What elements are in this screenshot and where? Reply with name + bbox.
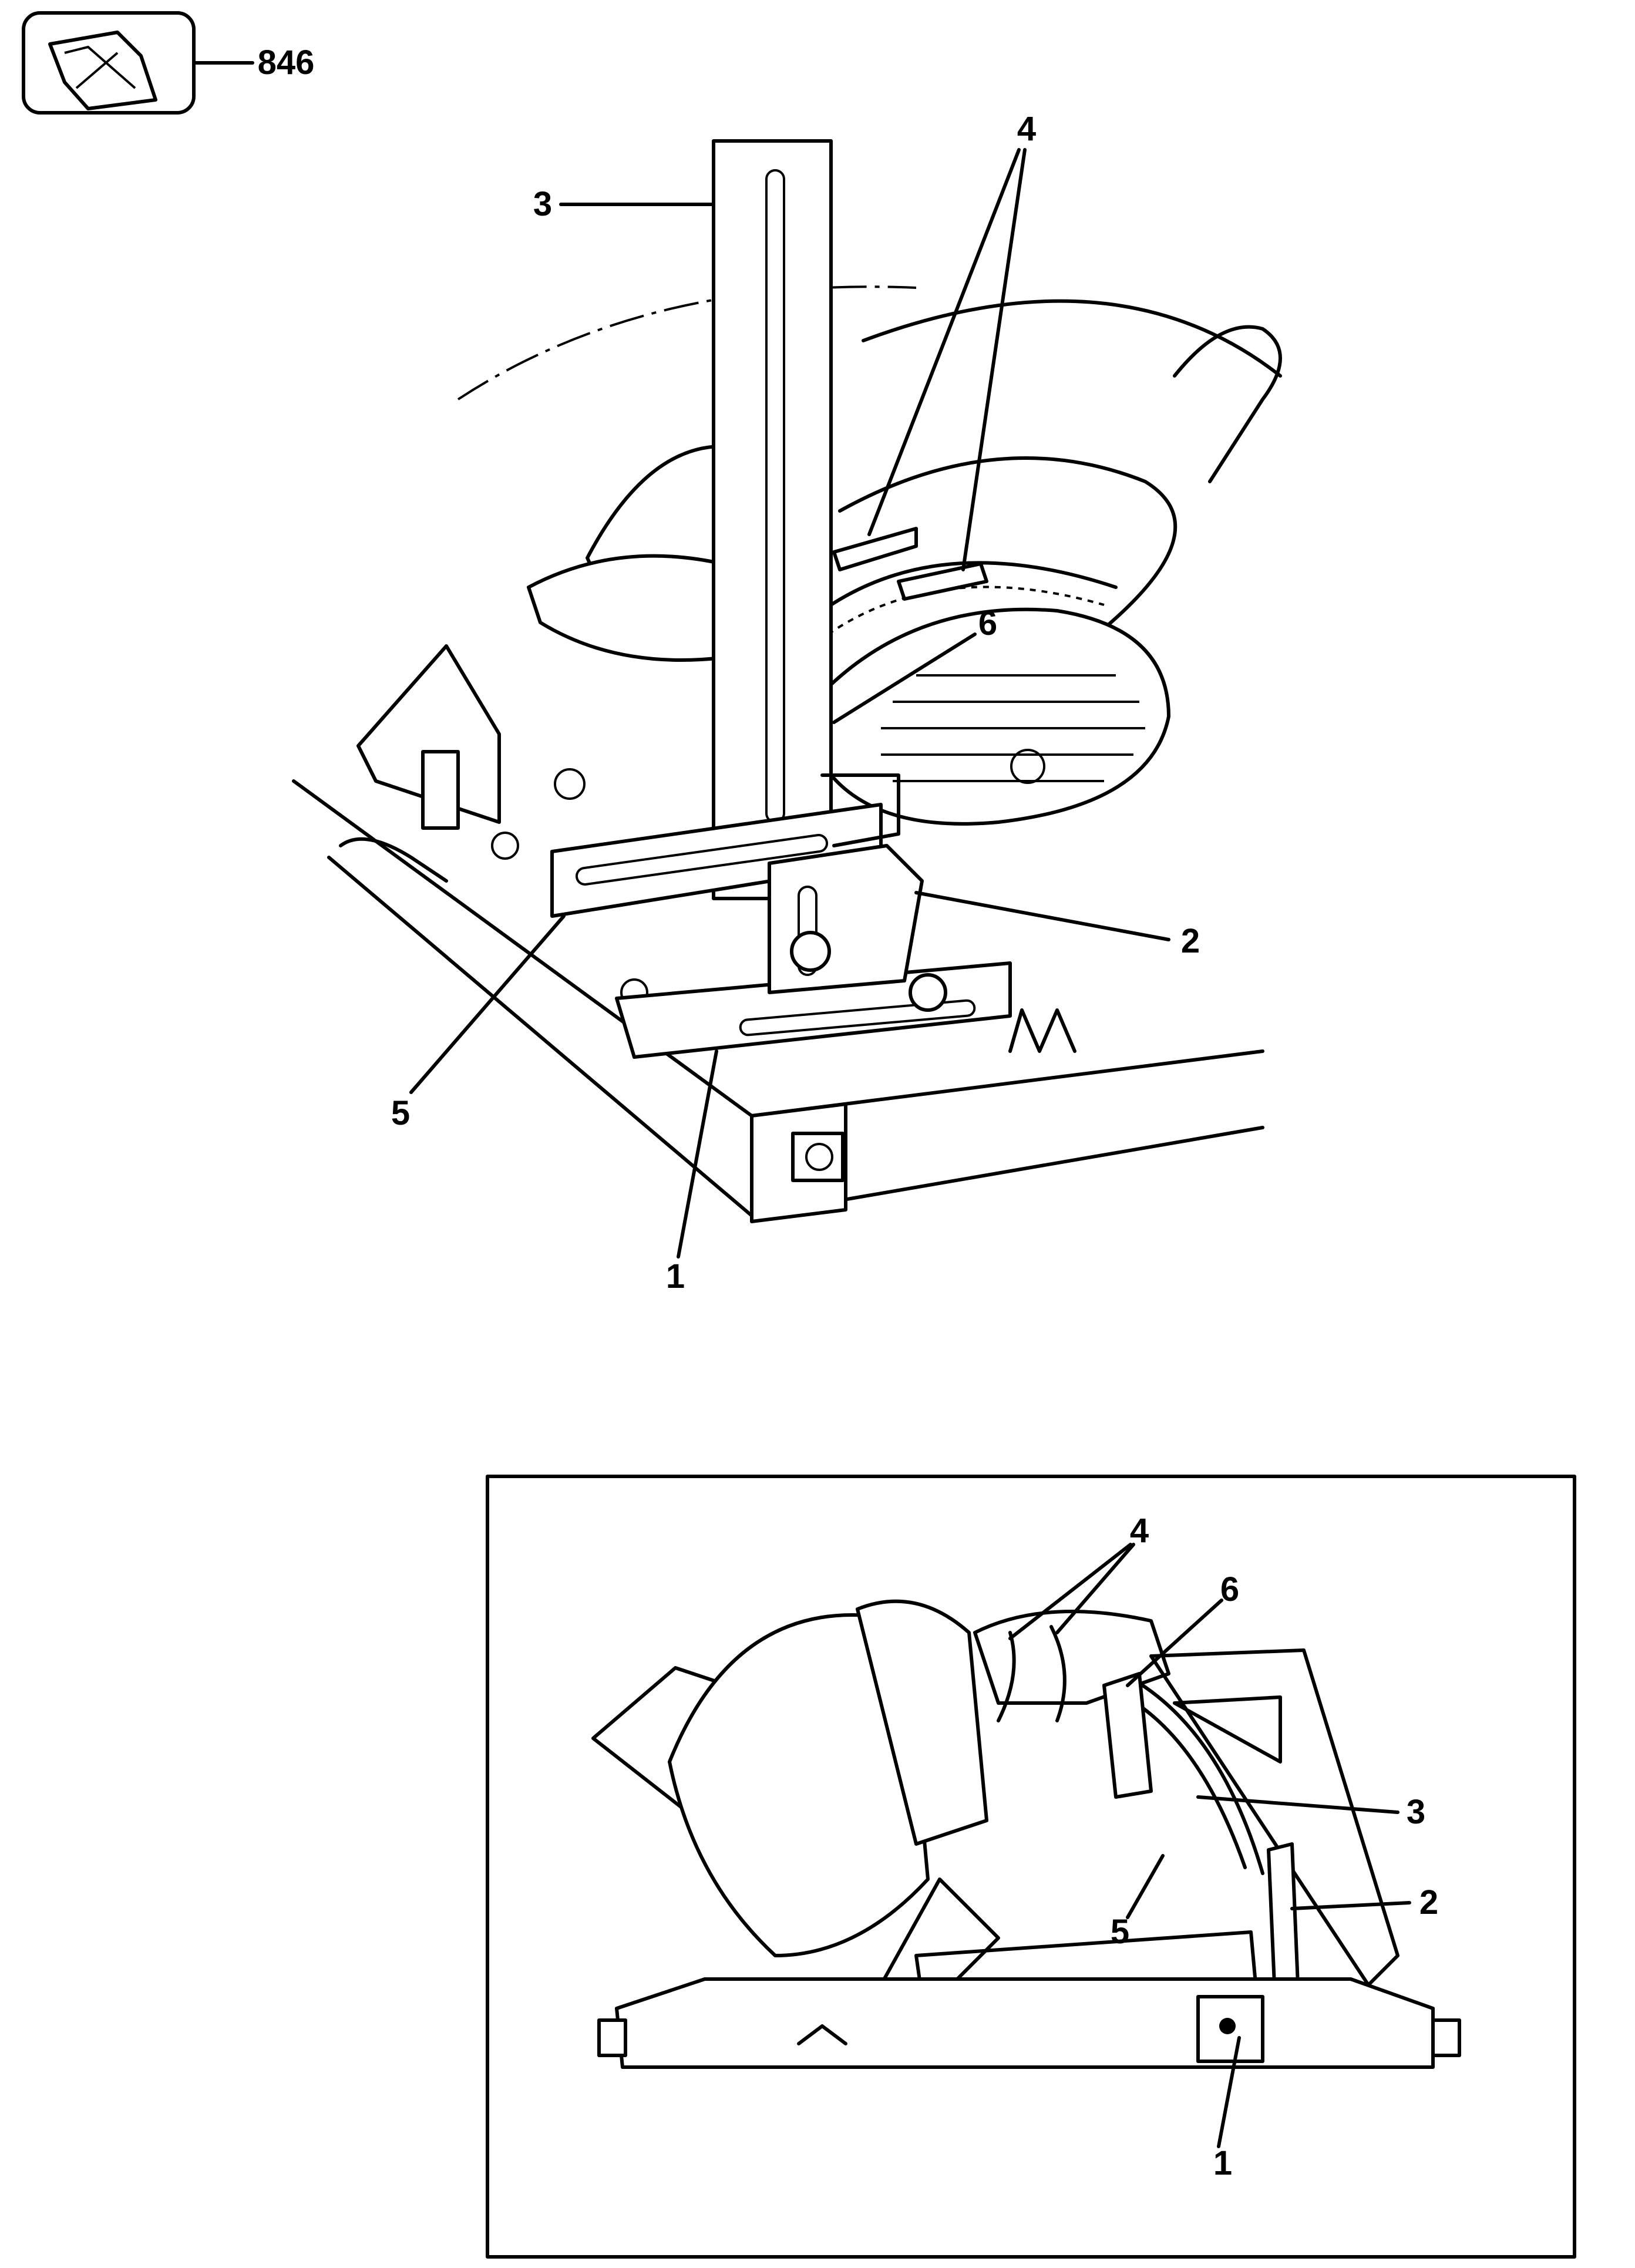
main-callout-1: 1 (665, 1257, 685, 1295)
main-callout-3: 3 (533, 185, 553, 223)
main-callout-5: 5 (391, 1094, 411, 1132)
inset-saw-drawing (591, 1599, 1461, 2069)
main-callout-4: 4 (1017, 110, 1037, 148)
inset-frame (486, 1475, 1576, 2259)
inset-callout-3: 3 (1406, 1793, 1426, 1831)
inset-callout-2: 2 (1419, 1883, 1439, 1922)
main-callout-2: 2 (1180, 922, 1200, 960)
inset-callout-6: 6 (1220, 1570, 1240, 1609)
inset-callout-5: 5 (1110, 1913, 1130, 1951)
main-callout-leaders (409, 148, 1170, 1258)
part-number-846: 846 (257, 43, 315, 82)
inset-callout-1: 1 (1213, 2144, 1233, 2182)
inset-callout-4: 4 (1129, 1512, 1149, 1550)
inset-callout-leaders (1008, 1543, 1411, 2148)
main-callout-6: 6 (978, 604, 998, 642)
main-saw-drawing (292, 139, 1282, 1223)
parts-bag-icon (22, 11, 196, 115)
